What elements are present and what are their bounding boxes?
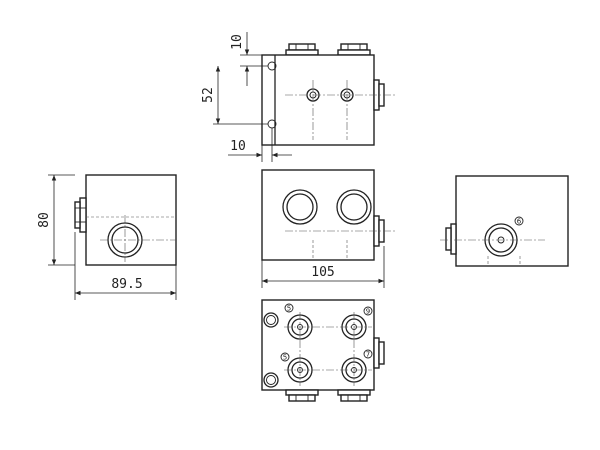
dim-left-width: 89.5 bbox=[111, 277, 142, 292]
bottom-view-label-low-right: 7 bbox=[366, 351, 370, 359]
front-view: 105 bbox=[261, 169, 395, 288]
top-view-body bbox=[261, 54, 375, 146]
top-view: 10 52 10 bbox=[201, 32, 395, 162]
right-view: 6 bbox=[440, 175, 569, 267]
bottom-view-body bbox=[261, 299, 375, 391]
right-view-body bbox=[455, 175, 569, 267]
front-view-port-left bbox=[282, 189, 318, 225]
left-view: 80 89.5 bbox=[37, 174, 177, 300]
left-view-body bbox=[85, 174, 177, 266]
bottom-view-mount-hole-upper bbox=[263, 312, 279, 328]
top-view-fitting-left bbox=[285, 43, 319, 56]
dim-front-width: 105 bbox=[311, 265, 334, 280]
bottom-view-mount-hole-lower bbox=[263, 372, 279, 388]
bottom-view-side-fitting bbox=[373, 337, 385, 369]
top-view-fitting-right bbox=[337, 43, 371, 56]
front-view-port-right bbox=[336, 189, 372, 225]
bottom-view-label-top-right: 9 bbox=[366, 308, 370, 316]
bottom-view-label-low-left: 5 bbox=[283, 354, 287, 362]
bottom-view-fitting-right bbox=[337, 389, 371, 402]
dim-left-height: 80 bbox=[37, 212, 52, 228]
dim-top-spacing: 52 bbox=[201, 87, 216, 103]
dim-side-offset: 10 bbox=[230, 139, 246, 154]
right-view-port-label: 6 bbox=[517, 218, 522, 226]
right-view-side-fitting bbox=[445, 223, 457, 255]
dim-top-offset: 10 bbox=[230, 34, 245, 50]
bottom-view-fitting-left bbox=[285, 389, 319, 402]
left-view-side-fitting bbox=[74, 197, 87, 233]
bottom-view-label-top-left: 5 bbox=[287, 305, 291, 313]
bottom-view: 5 9 5 7 bbox=[261, 299, 385, 402]
front-view-body bbox=[261, 169, 375, 261]
